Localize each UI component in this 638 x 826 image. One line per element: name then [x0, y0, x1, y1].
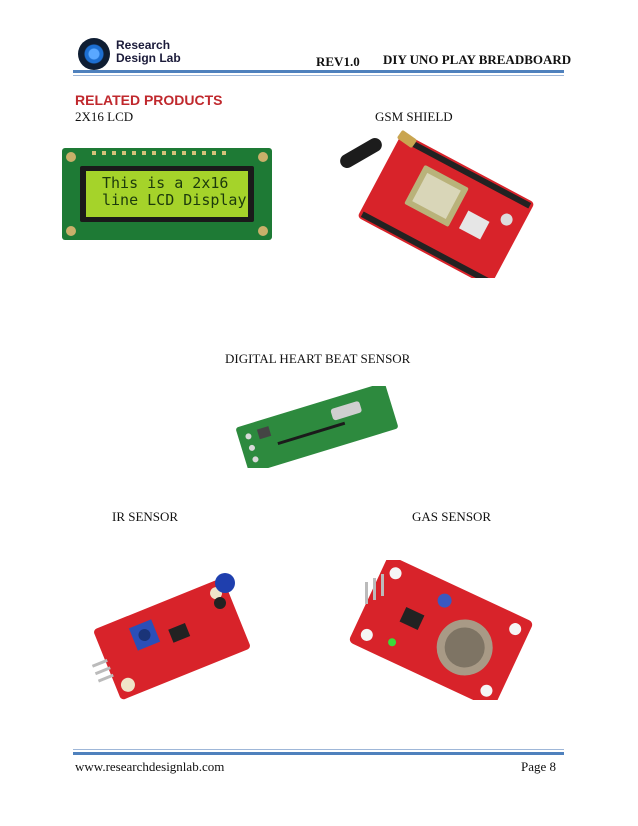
- revision-label: REV1.0: [316, 54, 360, 69]
- lcd-module-image: This is a 2x16 line LCD Display: [62, 148, 272, 240]
- gsm-shield-image: [328, 128, 558, 287]
- footer-website: www.researchdesignlab.com: [75, 759, 225, 774]
- product-label-gas: GAS SENSOR: [412, 509, 492, 524]
- lcd-line-2: line LCD Display: [102, 191, 247, 209]
- header-rule: [73, 70, 564, 73]
- gas-sensor-image: [345, 556, 535, 708]
- logo-text: Research Design Lab: [116, 39, 181, 65]
- product-label-heartbeat: DIGITAL HEART BEAT SENSOR: [225, 351, 411, 366]
- document-title: DIY UNO PLAY BREADBOARD: [383, 52, 572, 67]
- lcd-line-1: This is a 2x16: [102, 174, 229, 192]
- product-label-lcd: 2X16 LCD: [75, 109, 134, 124]
- header-rule-thin: [73, 75, 564, 76]
- research-design-lab-logo-icon: [78, 38, 110, 70]
- product-label-gsm: GSM SHIELD: [375, 109, 453, 124]
- ir-sensor-image: [80, 555, 255, 705]
- logo-line-1: Research: [116, 38, 171, 52]
- product-label-ir: IR SENSOR: [112, 509, 179, 524]
- logo-line-2: Design Lab: [116, 51, 181, 65]
- heartbeat-sensor-image: [233, 382, 401, 474]
- footer-rule-thin: [73, 749, 564, 750]
- section-title: RELATED PRODUCTS: [75, 92, 223, 108]
- footer-rule: [73, 752, 564, 755]
- footer-page-number: Page 8: [521, 759, 557, 774]
